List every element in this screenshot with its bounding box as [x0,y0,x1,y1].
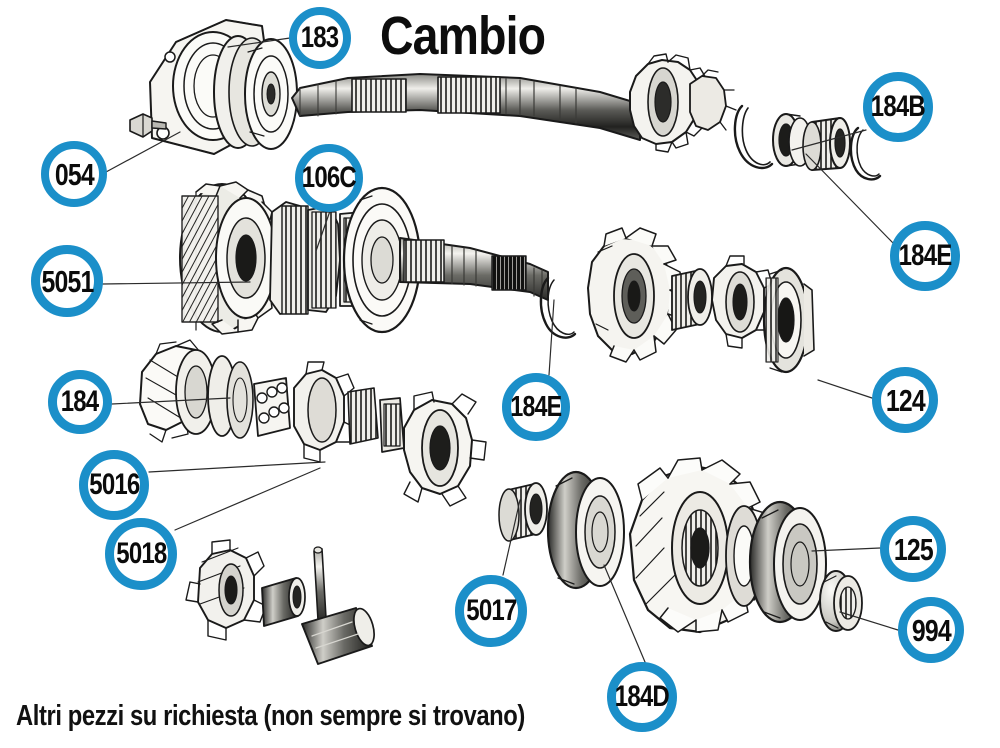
callout-label: 5017 [465,594,517,627]
callout-label: 184B [870,90,926,123]
callout-184E[interactable]: 184E [890,221,960,291]
callout-184[interactable]: 184 [48,370,112,434]
leader-line-106C [315,210,331,252]
needle-cage-5016 [253,377,291,437]
callout-label: 124 [885,382,926,418]
callout-5051[interactable]: 5051 [31,245,103,317]
snap-ring-184E-top [733,104,774,170]
helical-gear-large [587,227,685,363]
leader-line-5051 [102,281,251,285]
roller-bearing-184B [802,117,851,171]
collar-nut-994 [819,570,863,632]
input-shaft-assembly [129,19,882,181]
bearing-124 [762,266,815,374]
bolt-054 [129,113,167,138]
seal-cover-183 [213,35,298,150]
circlip-184B [849,126,882,181]
gear-secondary-large [403,391,487,507]
callout-label: 106C [301,161,357,194]
callout-5016[interactable]: 5016 [79,450,149,520]
callout-label: 184D [614,680,670,713]
hub-flange-125 [748,500,827,624]
bearing-spacer-mid [671,268,713,331]
leader-line-124 [817,379,873,399]
input-shaft [291,73,641,141]
gear-stack-5018 [293,361,405,463]
footer-note: Altri pezzi su richiesta (non sempre si … [16,700,525,732]
leader-line-054 [105,131,181,173]
hub-drum [546,470,625,590]
callout-124[interactable]: 124 [872,367,938,433]
leader-line-184E [548,299,555,376]
page-title: Cambio [380,6,546,66]
leader-line-184 [111,397,231,405]
callout-184B[interactable]: 184B [863,72,933,142]
callout-054[interactable]: 054 [41,141,107,207]
callout-label: 5016 [88,468,140,501]
layshaft-assembly [179,181,815,374]
callout-label: 5018 [115,537,167,570]
small-spur-gear [185,539,267,641]
callout-label: 184 [61,385,99,418]
callout-label: 184E [510,390,563,423]
leader-line-183 [227,37,291,48]
leader-line-184D [603,564,646,663]
callout-183[interactable]: 183 [289,7,351,69]
disc-106C [342,186,422,334]
callout-label: 054 [54,156,94,192]
leader-line-5017 [502,499,521,576]
bevel-gear-184 [139,339,217,443]
callout-label: 184E [898,239,953,272]
layshaft-pin [301,607,375,665]
leader-line-5016 [148,461,326,473]
dowel-pin [313,546,327,621]
loose-parts [185,539,375,665]
input-cluster-gear [629,53,737,153]
callout-184D[interactable]: 184D [607,662,677,732]
collar-rings-5016 [207,355,254,439]
callout-label: 5051 [41,263,94,299]
callout-125[interactable]: 125 [880,516,946,582]
gear-mid [711,255,775,349]
leader-lines [102,37,899,663]
leader-line-125 [811,547,881,552]
secondary-shaft-assembly [139,339,863,634]
callout-label: 125 [893,531,934,567]
leader-line-994 [839,611,899,631]
callout-184E[interactable]: 184E [502,373,570,441]
callout-label: 994 [911,612,952,648]
leader-line-5018 [174,467,321,531]
bushing [261,577,306,627]
callout-994[interactable]: 994 [898,597,964,663]
roller-bearing-5017 [498,482,548,542]
callout-106C[interactable]: 106C [295,144,363,212]
leader-line-184E [805,153,894,244]
leader-line-184B [791,129,867,151]
callout-5018[interactable]: 5018 [105,518,177,590]
callout-5017[interactable]: 5017 [455,575,527,647]
callout-label: 183 [301,21,339,54]
ring-gear-5051 [179,181,279,335]
layshaft [399,237,549,301]
